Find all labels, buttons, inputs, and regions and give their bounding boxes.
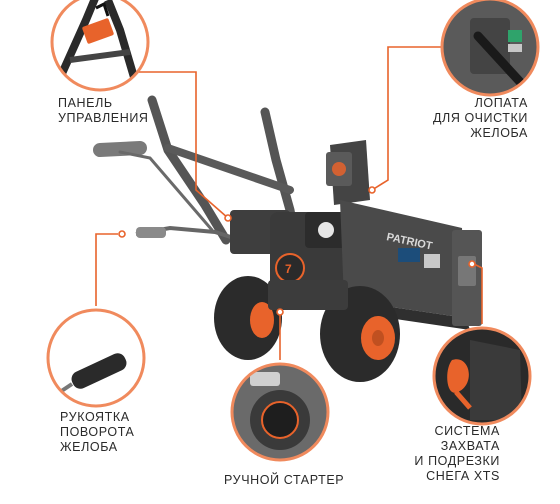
- label-xts-system: СИСТЕМА ЗАХВАТА И ПОДРЕЗКИ СНЕГА XTS: [414, 424, 500, 484]
- detail-chute-shovel: [440, 0, 540, 97]
- label-line: УПРАВЛЕНИЯ: [58, 111, 149, 125]
- detail-manual-starter: [230, 362, 330, 462]
- label-line: ЖЕЛОБА: [470, 126, 528, 140]
- label-line: ПОВОРОТА: [60, 425, 135, 439]
- left-wheel: [214, 276, 282, 360]
- label-line: И ПОДРЕЗКИ: [414, 454, 500, 468]
- detail-control-panel: [50, 0, 150, 92]
- label-line: СИСТЕМА: [434, 424, 500, 438]
- label-manual-starter: РУЧНОЙ СТАРТЕР: [224, 473, 344, 488]
- label-line: ПАНЕЛЬ: [58, 96, 113, 110]
- frame: [268, 280, 348, 310]
- label-chute-shovel: ЛОПАТА ДЛЯ ОЧИСТКИ ЖЕЛОБА: [433, 96, 528, 141]
- label-line: ЛОПАТА: [474, 96, 528, 110]
- label-line: СНЕГА XTS: [426, 469, 500, 483]
- label-line: ДЛЯ ОЧИСТКИ: [432, 111, 528, 125]
- label-line: РУЧНОЙ СТАРТЕР: [224, 473, 345, 487]
- discharge-chute: [326, 140, 370, 205]
- detail-xts-system: [432, 326, 532, 426]
- label-line: ЖЕЛОБА: [60, 440, 118, 454]
- model-badge: 7: [285, 262, 292, 276]
- label-line: РУКОЯТКА: [60, 410, 130, 424]
- engine: 7: [270, 212, 354, 292]
- label-chute-handle: РУКОЯТКА ПОВОРОТА ЖЕЛОБА: [60, 410, 135, 455]
- callout-lines: [95, 46, 483, 360]
- detail-chute-handle: [46, 308, 146, 408]
- callout-dots: [118, 186, 476, 316]
- label-control-panel: ПАНЕЛЬ УПРАВЛЕНИЯ: [58, 96, 149, 126]
- label-line: ЗАХВАТА: [440, 439, 500, 453]
- chute-crank: [135, 225, 241, 242]
- snow-blower: 7 PATRIOT: [93, 95, 482, 382]
